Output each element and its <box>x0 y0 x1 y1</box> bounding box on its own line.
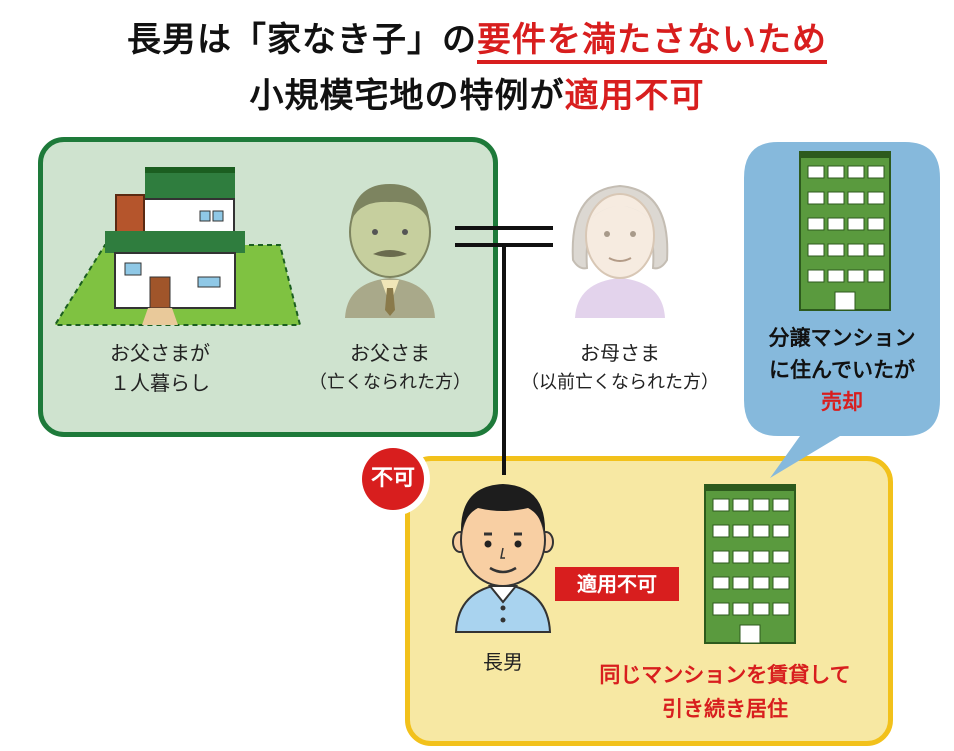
house-illustration <box>53 167 302 326</box>
father-icon <box>345 184 435 318</box>
son-icon <box>452 484 554 633</box>
title-line-2-prefix: 小規模宅地の特例が <box>249 76 565 116</box>
rented-condominium-building-icon <box>704 484 796 644</box>
house-caption-line-1: お父さまが <box>110 341 210 365</box>
title-line-1: 長男は「家なき子」の要件を満たさないため <box>0 12 954 64</box>
son-name: 長男 <box>483 650 523 674</box>
title-line-1-prefix: 長男は「家なき子」の <box>127 20 477 60</box>
mother-name: お母さま <box>580 341 660 365</box>
not-allowed-badge: 不可 <box>362 448 424 510</box>
father-name: お父さま <box>350 341 430 365</box>
mother-icon <box>571 184 669 318</box>
title-line-2: 小規模宅地の特例が適用不可 <box>0 68 954 117</box>
condominium-building-icon <box>799 151 891 311</box>
mother-caption: お母さま （以前亡くなられた方） <box>510 338 730 398</box>
title-line-1-emphasis: 要件を満たさないため <box>477 20 827 64</box>
bubble-text: 分譲マンション に住んでいたが 売却 <box>744 322 940 418</box>
mother-note: （以前亡くなられた方） <box>521 372 719 393</box>
bubble-line-3: 売却 <box>821 390 863 414</box>
not-allowed-badge-label: 不可 <box>370 466 415 491</box>
title-line-2-emphasis: 適用不可 <box>564 76 705 116</box>
bubble-line-2: に住んでいたが <box>769 358 915 382</box>
bubble-line-1: 分譲マンション <box>768 326 916 350</box>
house-caption-line-2: １人暮らし <box>110 371 210 395</box>
not-applicable-label-text: 適用不可 <box>577 572 657 596</box>
father-note: （亡くなられた方） <box>309 372 471 393</box>
house-caption: お父さまが １人暮らし <box>80 338 240 398</box>
son-note-line-2: 引き続き居住 <box>662 697 788 721</box>
not-applicable-label: 適用不可 <box>555 567 679 601</box>
father-caption: お父さま （亡くなられた方） <box>300 338 480 398</box>
son-note-line-1: 同じマンションを賃貸して <box>599 663 851 687</box>
son-note: 同じマンションを賃貸して 引き続き居住 <box>580 658 870 726</box>
